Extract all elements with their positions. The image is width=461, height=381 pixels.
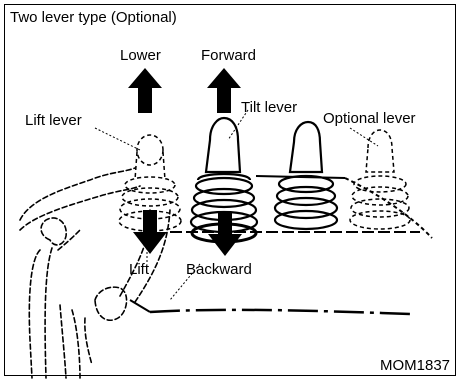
optional-lever-knob bbox=[349, 129, 411, 230]
label-forward: Forward bbox=[201, 47, 257, 64]
lower-arrow bbox=[128, 68, 162, 113]
operator-body-outline bbox=[28, 249, 41, 379]
figure-code: MOM1837 bbox=[380, 357, 451, 374]
label-backward: Backward bbox=[186, 261, 252, 278]
lift-arrow bbox=[133, 210, 167, 254]
operator-hand-outline bbox=[40, 217, 67, 246]
label-lift-lever: Lift lever bbox=[25, 112, 82, 129]
optional-lever-leader bbox=[349, 127, 379, 147]
console-plate bbox=[129, 175, 433, 316]
label-lower: Lower bbox=[120, 47, 161, 64]
lift-lever-knob bbox=[118, 134, 182, 232]
label-optional-lever: Optional lever bbox=[323, 110, 416, 127]
label-tilt-lever: Tilt lever bbox=[241, 99, 298, 116]
operator-arm-outline bbox=[19, 167, 136, 221]
backward-arrow bbox=[208, 212, 242, 256]
third-lever-knob bbox=[273, 120, 339, 231]
label-lift: Lift bbox=[129, 261, 150, 278]
forward-arrow bbox=[207, 68, 241, 113]
lift-lever-leader bbox=[94, 127, 141, 151]
diagram-title: Two lever type (Optional) bbox=[10, 9, 177, 26]
